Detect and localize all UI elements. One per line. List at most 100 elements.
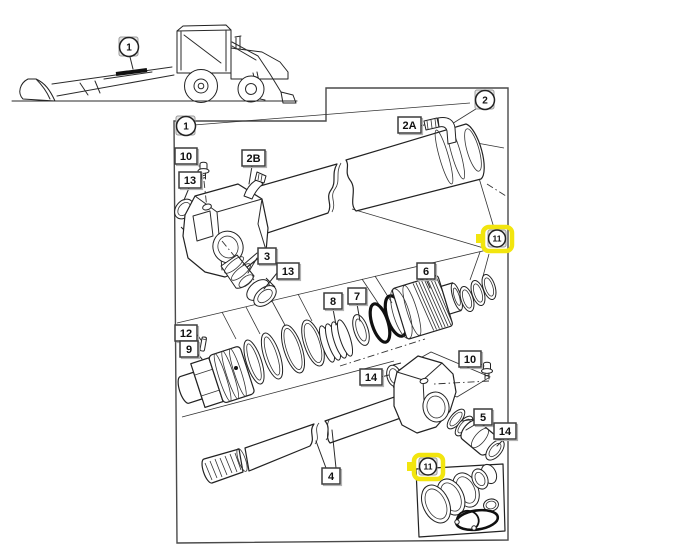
callout-box-10-left: 10	[174, 147, 200, 167]
bush13b-inner	[257, 288, 273, 304]
gland-front-face	[390, 288, 413, 340]
spacer-ring-groove1	[224, 256, 244, 274]
callout-6-label: 6	[423, 266, 429, 278]
piston-rib3	[229, 348, 247, 397]
backhoe-loader-sketch	[11, 24, 298, 104]
gring2-inner	[472, 283, 484, 303]
bolt-r-flange	[481, 368, 493, 374]
kit-ring1	[420, 484, 452, 524]
engine-hood	[230, 47, 289, 80]
ring1-inner	[246, 343, 262, 381]
thread-collar	[236, 448, 248, 472]
piston-rib1	[213, 353, 232, 402]
circlip-eye2	[471, 525, 477, 531]
exhaust-stack	[234, 35, 242, 50]
grease-hole-left	[202, 203, 212, 211]
callout-circle-1-machine: 1	[118, 36, 140, 58]
piston-rib2	[221, 350, 240, 400]
grease-pipe-2a	[423, 117, 457, 145]
leader-1-to-2	[193, 102, 471, 126]
retaining-pin	[199, 336, 207, 352]
callout-2-label: 2	[482, 96, 488, 107]
ring7-inner	[355, 318, 367, 342]
callout-11-lower-label: 11	[424, 462, 433, 472]
kit-small-o-ring-inner	[485, 500, 497, 510]
cab-windows	[176, 29, 232, 72]
callout-circle-11-upper[interactable]: 11	[476, 224, 515, 254]
gland-body	[391, 275, 453, 340]
highlighted-loader-ram	[115, 68, 148, 76]
callout-1-machine-label: 1	[126, 43, 132, 54]
spacer-ring-groove2	[231, 263, 251, 281]
callout-14-right-label: 14	[499, 426, 512, 438]
bush-collar-line	[470, 427, 490, 449]
cab	[176, 24, 232, 74]
highlight-tab-upper	[476, 234, 484, 243]
pipe-elbow-2b	[243, 178, 264, 200]
rod-end-casting	[393, 355, 457, 434]
callout-box-6: 6	[416, 262, 438, 282]
eye-bore-inner	[217, 235, 239, 259]
barrel-break-line	[331, 162, 342, 213]
bush-end-ring-inner	[488, 442, 502, 458]
bolt-axis-left	[203, 180, 207, 205]
bush-13-lower	[246, 277, 277, 307]
gland-neck-end-inner	[452, 287, 461, 306]
front-wheel	[237, 75, 265, 103]
gland-thread-hatch	[412, 276, 453, 331]
barrel-right-segment	[345, 123, 485, 212]
callout-10-right-label: 10	[464, 354, 476, 366]
piston-body	[177, 346, 255, 409]
rod-threaded-end	[201, 448, 244, 484]
callout-9-label: 9	[186, 344, 192, 356]
callout-circle-2: 2	[474, 89, 496, 111]
backhoe-bucket	[280, 91, 297, 104]
callout-box-4: 4	[321, 467, 343, 487]
callout-circle-1-assembly: 1	[175, 115, 197, 137]
callout-2a-label: 2A	[402, 120, 416, 132]
callout-7-label: 7	[354, 291, 360, 303]
callout-box-14-left: 14	[359, 368, 385, 388]
loader-arm-line	[51, 66, 173, 85]
seal-group-bracket-left-arm	[176, 249, 488, 324]
callout-14-left-label: 14	[365, 372, 378, 384]
machine-callout-stem	[129, 56, 134, 70]
callout-box-12: 12	[174, 324, 200, 344]
callout-box-13-lower: 13	[276, 262, 302, 282]
diagram-frame	[173, 87, 509, 544]
arm-links	[79, 80, 101, 96]
callout-labels: 10 13 2B 2A 3 13 8	[174, 116, 519, 487]
grease-pipe-2b	[243, 171, 267, 200]
seal-group-ticks	[221, 275, 393, 340]
callout-5-label: 5	[480, 412, 486, 424]
piston-ribbed-body	[208, 346, 255, 404]
front-wheel-hub	[245, 83, 257, 95]
nipple-hatch-2b	[257, 173, 263, 182]
gring1-inner	[461, 289, 473, 309]
callout-1-assembly-label: 1	[183, 122, 189, 133]
seal-stack-8-rings	[318, 319, 354, 363]
circle-callouts: 1 1 2 11 11	[118, 36, 515, 482]
ring2-inner	[263, 336, 281, 376]
seal-ring-7-part	[352, 314, 370, 346]
boss-end-inner	[238, 274, 254, 288]
backhoe-boom	[231, 41, 282, 93]
ring4-inner	[303, 323, 323, 363]
seal-rings	[243, 319, 325, 385]
callout-box-3: 3	[257, 247, 279, 267]
callout-11-upper-label: 11	[493, 234, 502, 244]
rear-wheel-center	[197, 82, 205, 90]
circlip-eye1	[454, 519, 460, 525]
pipe-elbow-2a	[437, 117, 457, 145]
piston-and-seals	[177, 273, 497, 409]
ring2	[260, 332, 284, 380]
callout-circle-11-lower[interactable]: 11	[407, 452, 446, 482]
callout-13-upper-label: 13	[184, 175, 196, 187]
seal-band-axis	[339, 338, 426, 367]
callout-4-label: 4	[328, 471, 335, 483]
kit-ring1-inner	[424, 488, 448, 520]
grease-hole-right	[419, 377, 429, 385]
nipple-hatch-2a	[426, 118, 437, 130]
